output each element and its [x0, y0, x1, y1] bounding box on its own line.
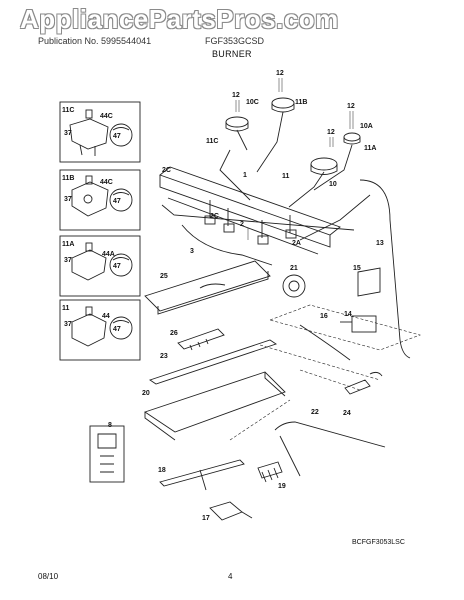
diagram-code: BCFGF3053LSC [352, 539, 405, 546]
callout-11b: 11B [295, 99, 307, 106]
inset-valve-11b [71, 175, 133, 217]
callout-12-b: 12 [232, 92, 240, 99]
inset-callout-37-c: 37 [64, 257, 72, 264]
callout-3: 3 [190, 248, 194, 255]
inset-callout-11b: 11B [62, 175, 74, 182]
inset-box-11b [59, 169, 141, 231]
watermark: AppliancePartsPros.com [20, 4, 339, 34]
inset-callout-37-a: 37 [64, 130, 72, 137]
callout-16: 16 [320, 313, 328, 320]
callout-2a: 2A [292, 240, 301, 247]
burner-10c [225, 116, 249, 132]
inset-callout-44: 44 [102, 313, 110, 320]
inset-callout-37-d: 37 [64, 321, 72, 328]
callout-12-c: 12 [347, 103, 355, 110]
inset-callout-47-b: 47 [113, 198, 121, 205]
section-title: BURNER [212, 49, 252, 59]
header: AppliancePartsPros.com Publication No. 5… [0, 0, 464, 70]
burner-10 [310, 157, 338, 175]
callout-19: 19 [278, 483, 286, 490]
inset-box-11a [59, 235, 141, 297]
inset-box-11 [59, 299, 141, 361]
callout-11a: 11A [364, 145, 376, 152]
callout-8: 8 [108, 422, 112, 429]
callout-20: 20 [142, 390, 150, 397]
publication-number: Publication No. 5995544041 [38, 36, 152, 46]
callout-18: 18 [158, 467, 166, 474]
burner-exploded-diagram: 12 12 12 12 10C 11B 10A 11A 11C 1 11 10 … [59, 70, 421, 546]
callout-12-a: 12 [276, 70, 284, 77]
inset-callout-44a: 44A [102, 251, 115, 258]
inset-box-11c [59, 101, 141, 163]
footer-page: 4 [228, 572, 233, 581]
callout-14: 14 [344, 311, 352, 318]
inset-callout-11a: 11A [62, 241, 74, 248]
inset-valve-11 [71, 306, 133, 347]
callout-25: 25 [160, 273, 168, 280]
callout-21: 21 [290, 265, 298, 272]
callout-26: 26 [170, 330, 178, 337]
inset-valve-11a [71, 242, 133, 281]
burner-10a [343, 132, 361, 145]
callout-10c-top: 10C [246, 99, 259, 106]
inset-callout-37-b: 37 [64, 196, 72, 203]
callout-2c-a: 2C [162, 167, 171, 174]
callout-2: 2 [240, 221, 244, 228]
burner-11b [271, 97, 295, 113]
inset-callout-44c-b: 44C [100, 179, 113, 186]
callout-10a: 10A [360, 123, 373, 130]
callout-23: 23 [160, 353, 168, 360]
inset-callout-44c-a: 44C [100, 113, 113, 120]
inset-callout-11: 11 [62, 305, 70, 312]
callout-13: 13 [376, 240, 384, 247]
inset-callout-11c: 11C [62, 107, 74, 114]
model-number: FGF353GCSD [205, 36, 265, 46]
footer-date: 08/10 [38, 572, 59, 581]
inset-valve-11c [69, 109, 133, 156]
callout-11c: 11C [206, 138, 218, 145]
callout-11: 11 [282, 173, 290, 180]
callout-10: 10 [329, 181, 337, 188]
inset-callout-47-c: 47 [113, 263, 121, 270]
inset-callout-47-d: 47 [113, 326, 121, 333]
callout-22: 22 [311, 409, 319, 416]
callout-17: 17 [202, 515, 210, 522]
callout-2c-b: 2C [210, 213, 219, 220]
inset-callout-47-a: 47 [113, 133, 121, 140]
callout-12-d: 12 [327, 129, 335, 136]
callout-24: 24 [343, 410, 351, 417]
callout-15: 15 [353, 265, 361, 272]
callout-1: 1 [243, 172, 247, 179]
